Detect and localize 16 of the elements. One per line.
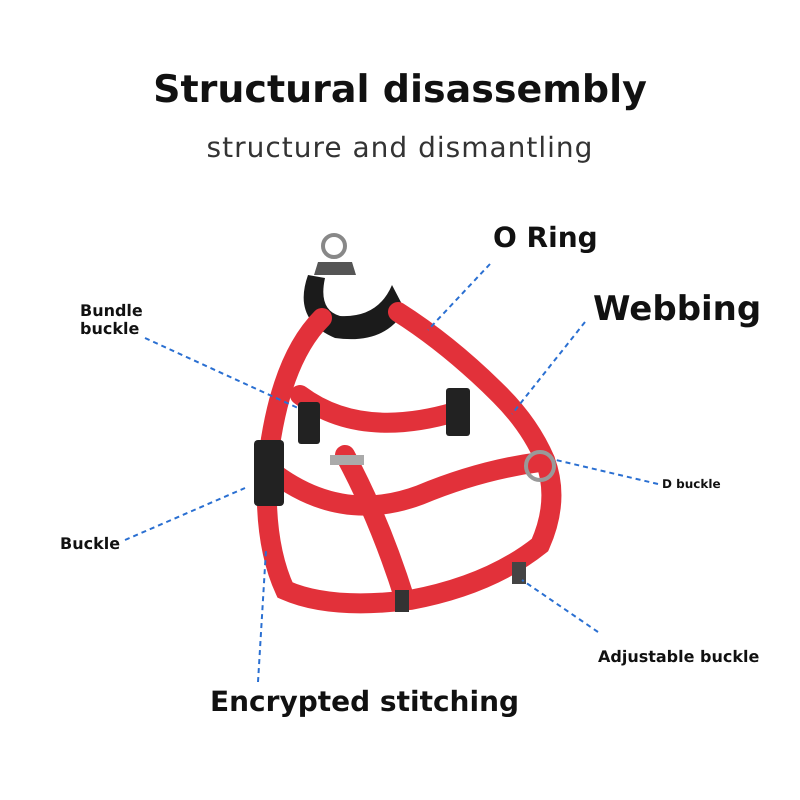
leader-line <box>521 579 599 633</box>
leader-line <box>257 550 267 682</box>
part-label: Buckle <box>60 535 120 554</box>
title: Structural disassembly <box>152 68 648 112</box>
leader-line <box>124 487 246 541</box>
part-label: Adjustable buckle <box>598 648 760 666</box>
part-label: Bundle buckle <box>80 302 170 339</box>
leader-line <box>144 337 298 409</box>
leader-line <box>556 459 658 485</box>
leader-line <box>427 263 491 331</box>
leader-line <box>511 321 586 415</box>
part-label: D buckle <box>662 478 721 492</box>
part-label: Webbing <box>593 290 762 330</box>
subtitle: structure and dismantling <box>206 132 594 164</box>
part-label: Encrypted stitching <box>210 686 520 718</box>
part-label: O Ring <box>493 222 598 254</box>
